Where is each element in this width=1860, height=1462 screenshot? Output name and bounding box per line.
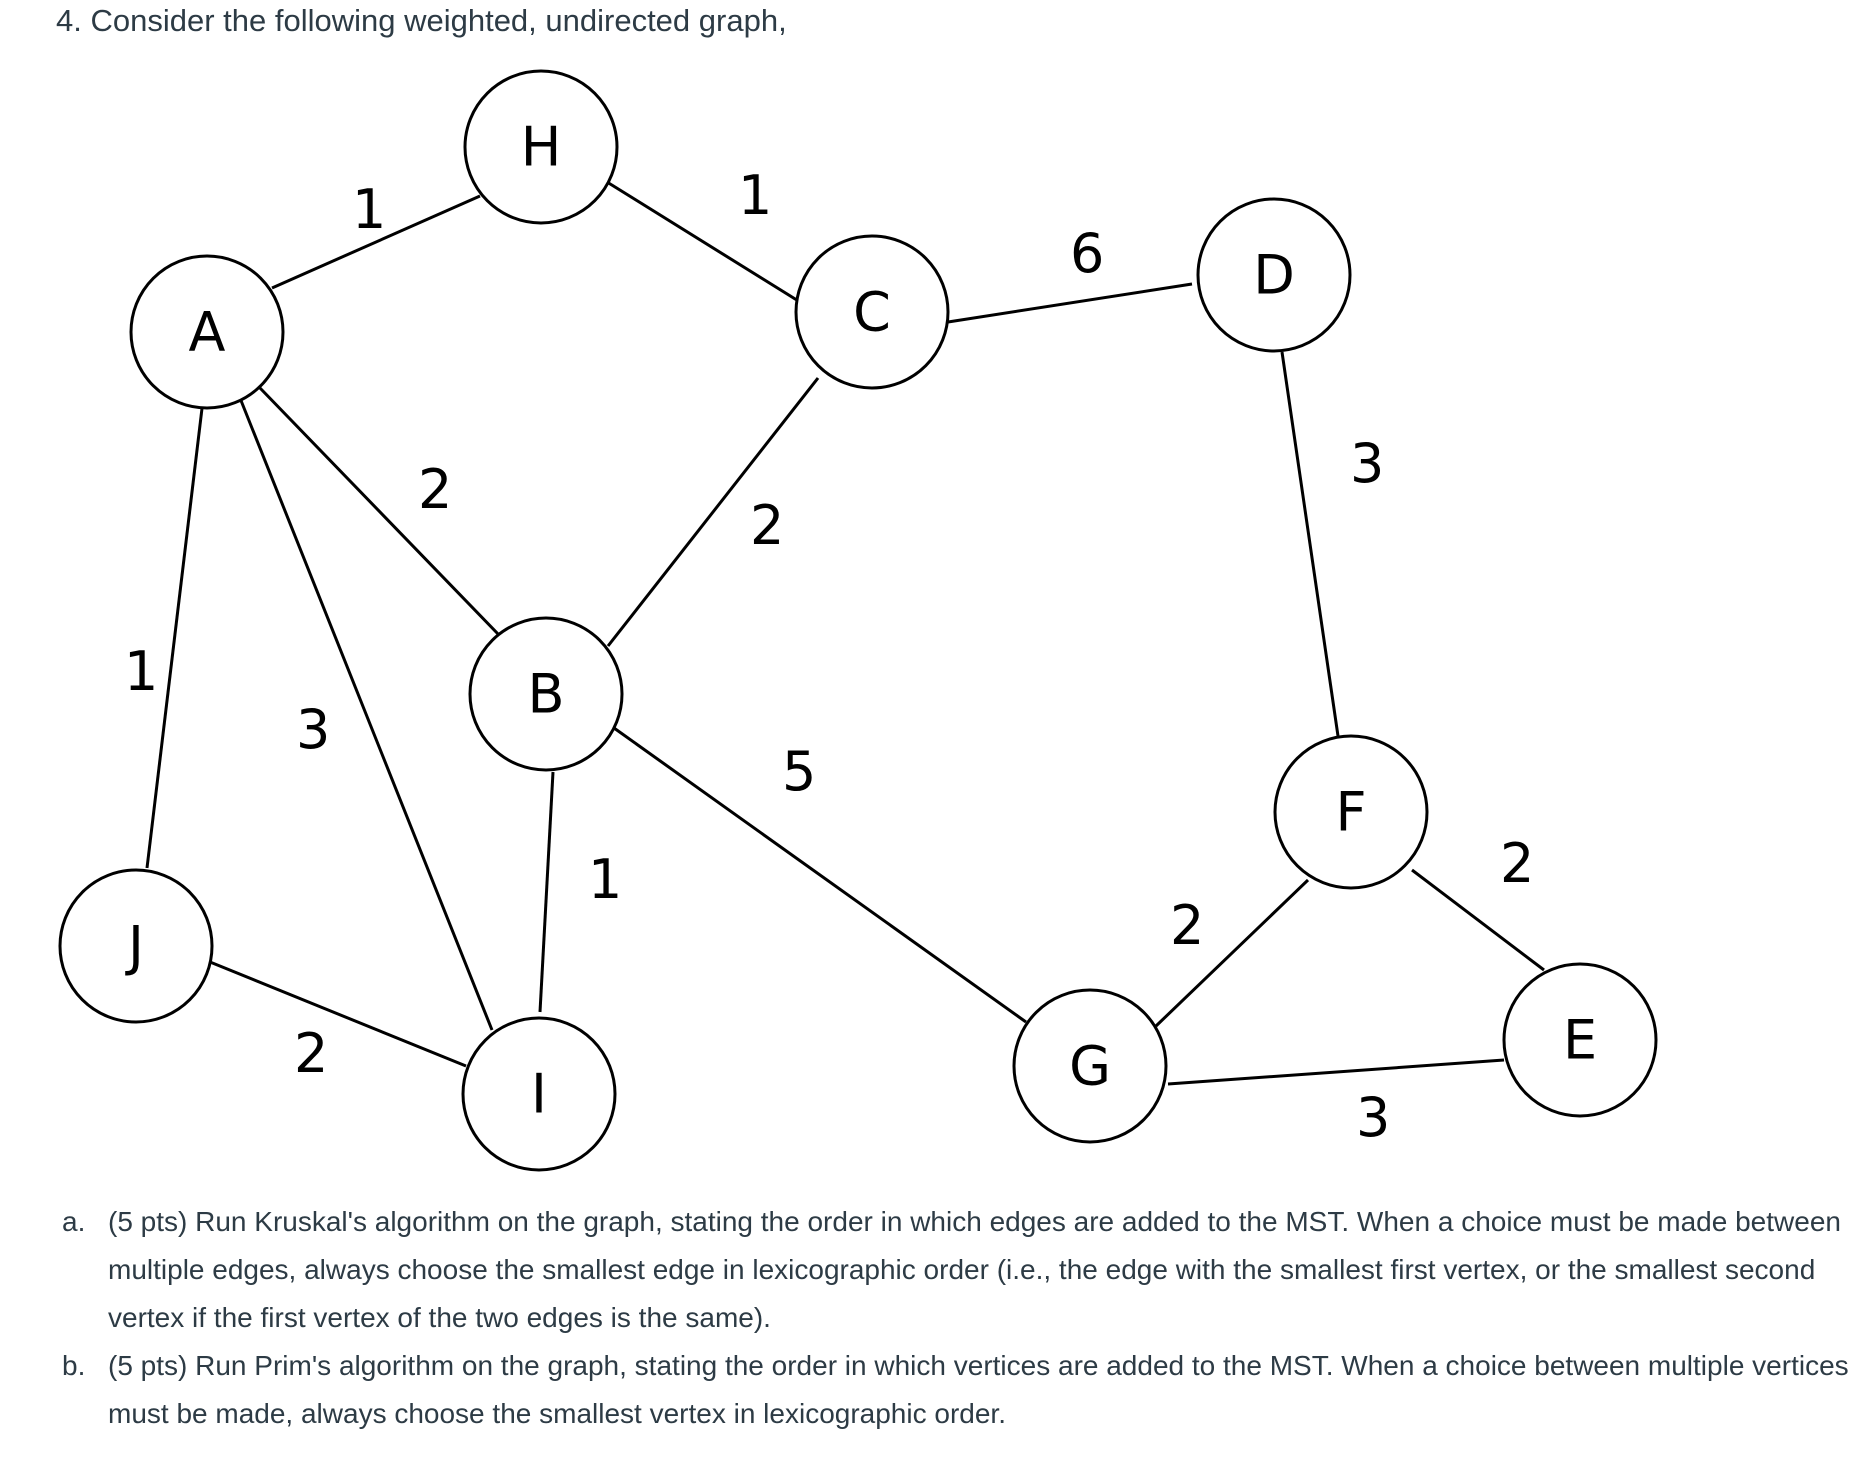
edge-J-I — [209, 960, 467, 1068]
edge-A-B — [258, 386, 502, 638]
vertex-label-J: J — [125, 915, 144, 978]
part-a: a. (5 pts) Run Kruskal's algorithm on th… — [62, 1198, 1852, 1342]
vertex-I: I — [461, 1016, 617, 1172]
weight-A-J: 1 — [124, 640, 158, 703]
vertex-label-B: B — [527, 663, 564, 726]
vertex-B: B — [468, 616, 624, 772]
weight-A-H: 1 — [352, 178, 386, 241]
vertex-C: C — [794, 234, 950, 390]
part-b: b. (5 pts) Run Prim's algorithm on the g… — [62, 1342, 1852, 1438]
vertex-G: G — [1012, 988, 1168, 1144]
vertex-label-A: A — [189, 301, 226, 364]
edge-weights: 1 1 6 1 3 2 2 3 1 5 2 2 2 3 — [124, 164, 1534, 1149]
vertex-E: E — [1502, 962, 1658, 1118]
edge-F-E — [1411, 868, 1545, 972]
part-a-marker: a. — [62, 1206, 86, 1237]
part-b-marker: b. — [62, 1350, 86, 1381]
weight-F-E: 2 — [1500, 832, 1534, 895]
edge-C-B — [606, 377, 820, 647]
edge-G-E — [1167, 1058, 1505, 1086]
part-b-text: (5 pts) Run Prim's algorithm on the grap… — [108, 1350, 1849, 1429]
vertex-H: H — [463, 69, 619, 225]
question-title: 4. Consider the following weighted, undi… — [56, 3, 787, 38]
part-a-text: (5 pts) Run Kruskal's algorithm on the g… — [108, 1206, 1841, 1333]
question-parts: a. (5 pts) Run Kruskal's algorithm on th… — [62, 1198, 1852, 1438]
weight-C-D: 6 — [1070, 222, 1104, 285]
weight-A-B: 2 — [418, 458, 452, 521]
weight-G-F: 2 — [1170, 894, 1204, 957]
edge-B-I — [538, 771, 555, 1013]
weight-A-I: 3 — [296, 698, 330, 761]
vertex-label-C: C — [853, 281, 891, 344]
vertex-label-G: G — [1069, 1035, 1111, 1098]
vertex-label-I: I — [531, 1063, 547, 1126]
edge-G-F — [1154, 878, 1310, 1028]
vertex-D: D — [1196, 197, 1352, 353]
weight-B-I: 1 — [588, 848, 622, 911]
vertex-label-E: E — [1563, 1009, 1597, 1072]
edge-A-H — [271, 194, 481, 290]
edge-D-F — [1280, 351, 1340, 737]
weight-B-G: 5 — [782, 740, 816, 803]
vertex-J: J — [58, 868, 214, 1024]
vertex-label-D: D — [1253, 244, 1295, 307]
weight-D-F: 3 — [1350, 432, 1384, 495]
edge-C-D — [947, 282, 1193, 324]
weight-C-B: 2 — [750, 494, 784, 557]
weight-H-C: 1 — [738, 164, 772, 227]
weight-G-E: 3 — [1356, 1086, 1390, 1149]
graph-edges — [145, 180, 1545, 1086]
graph-vertices: H A C D B F J I — [58, 69, 1658, 1172]
vertex-F: F — [1273, 734, 1429, 890]
edge-B-G — [613, 726, 1027, 1024]
vertex-label-H: H — [521, 116, 562, 179]
edge-A-I — [238, 397, 494, 1031]
edge-A-J — [145, 399, 205, 869]
edge-H-C — [606, 180, 801, 304]
vertex-label-F: F — [1335, 781, 1366, 844]
vertex-A: A — [129, 254, 285, 410]
graph-diagram: 1 1 6 1 3 2 2 3 1 5 2 2 2 3 H A C D — [58, 69, 1658, 1172]
weight-J-I: 2 — [294, 1022, 328, 1085]
